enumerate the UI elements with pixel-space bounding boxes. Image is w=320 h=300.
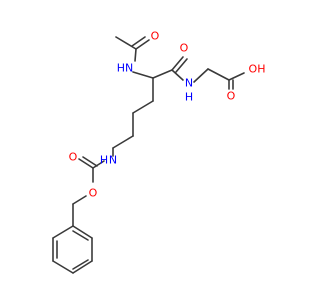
atom-o-peptide-carbonyl: O: [180, 42, 189, 55]
bond: [171, 69, 184, 81]
bond: [132, 71, 154, 79]
atom-h-carbamate: H: [100, 154, 108, 167]
atom-oh-acid: OH: [249, 63, 266, 76]
bond: [171, 56, 184, 71]
bond: [82, 156, 98, 167]
atom-o-acid-carbonyl: O: [227, 90, 236, 103]
bond: [72, 195, 87, 205]
bond: [92, 160, 105, 169]
bond: [193, 68, 209, 83]
bond: [152, 69, 173, 79]
bond: [112, 135, 134, 149]
bond: [132, 100, 154, 114]
atom-o-carbamate-ester: O: [89, 187, 98, 200]
bond: [207, 68, 230, 81]
bond: [131, 36, 146, 47]
atom-o-acetyl: O: [151, 30, 160, 43]
bond: [52, 225, 74, 239]
bond: [52, 260, 74, 274]
bond: [72, 230, 89, 241]
bond: [78, 158, 94, 169]
bond: [135, 39, 150, 50]
structural-formula: O HN O N H OH O H N O O: [52, 30, 266, 274]
atom-n-peptide: N: [185, 77, 193, 90]
atom-n-carbamate: N: [109, 154, 117, 167]
bond: [134, 48, 137, 62]
bond: [115, 36, 137, 50]
atom-o-carbamate-carbonyl: O: [69, 151, 78, 164]
bond: [72, 260, 93, 274]
bond: [72, 259, 89, 270]
bond: [228, 72, 245, 81]
atom-n-acetyl-amide: HN: [117, 62, 134, 75]
bond: [72, 225, 93, 239]
atom-h-peptide: H: [185, 91, 193, 104]
bond: [175, 58, 188, 73]
